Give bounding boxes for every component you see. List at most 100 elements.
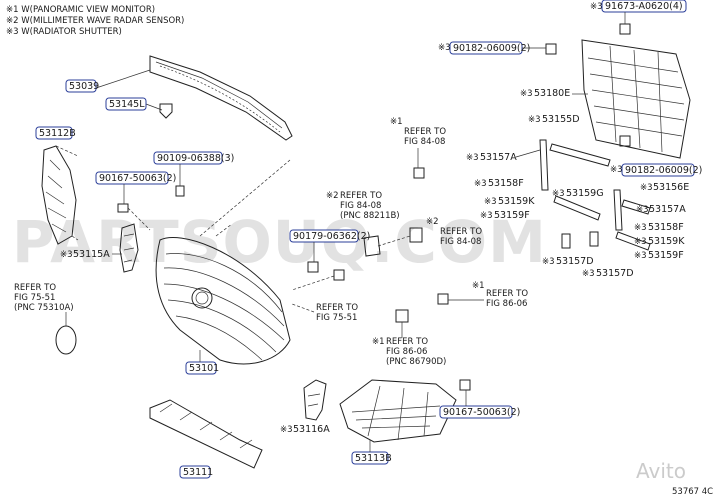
mark-53159K-r: ※3 [634, 237, 647, 247]
svg-text:FIG 84-08: FIG 84-08 [404, 137, 445, 147]
part-label-53156E: 53156E [653, 182, 689, 193]
part-label-53145L: 53145L [109, 99, 145, 110]
part-label-53116A: 53116A [293, 424, 330, 435]
part-box-90182b[interactable] [621, 163, 695, 177]
svg-text:REFER TO: REFER TO [14, 283, 56, 293]
bracket-53115A [119, 223, 139, 273]
mark-53158F-r: ※3 [634, 223, 647, 233]
legend: ※1 W(PANORAMIC VIEW MONITOR) ※2 W(MILLIM… [6, 5, 184, 37]
mark-53158F-l: ※3 [474, 179, 487, 189]
svg-text:(PNC 86790D): (PNC 86790D) [386, 357, 446, 367]
radar-bracket [363, 235, 381, 257]
svg-text:FIG 84-08: FIG 84-08 [440, 237, 481, 247]
camera-unit [437, 293, 449, 305]
part-box-91673[interactable] [601, 0, 687, 13]
shutter-slats-right [613, 189, 651, 251]
shutter-slats-left [539, 139, 611, 249]
svg-text:(PNC 88211B): (PNC 88211B) [340, 211, 400, 221]
svg-text:REFER TO: REFER TO [316, 303, 358, 313]
radiator-grille-53101 [155, 159, 291, 365]
diagram-code: 53767 4C [672, 487, 713, 497]
side-garnish-53112B [41, 145, 79, 245]
part-box-90179[interactable] [289, 229, 359, 243]
part-label-53101: 53101 [189, 363, 219, 374]
svg-text:※1: ※1 [372, 337, 385, 347]
part-label-91673: 91673-A0620(4) [605, 1, 683, 12]
part-box-90167b[interactable] [439, 405, 513, 419]
mark-53115A: ※3 [60, 250, 73, 260]
part-box-53145L[interactable] [105, 97, 147, 111]
camera-clip [413, 167, 425, 179]
legend-line-3: ※3 W(RADIATOR SHUTTER) [6, 27, 122, 37]
part-box-90109[interactable] [153, 151, 223, 165]
mark-53159K-l: ※3 [484, 197, 497, 207]
mark-53155D: ※3 [528, 115, 541, 125]
bolt-91673 [619, 23, 631, 35]
part-label-53157A-r: 53157A [649, 204, 686, 215]
svg-text:FIG 84-08: FIG 84-08 [340, 201, 381, 211]
bolt-90167a [117, 203, 129, 213]
emblem-cover [55, 325, 77, 355]
radiator-shutter-53180E [581, 39, 691, 159]
svg-text:※2: ※2 [426, 217, 439, 227]
part-label-53157D-a: 53157D [556, 256, 594, 267]
mark-53116A: ※3 [280, 425, 293, 435]
mark-90182a: ※3 [438, 43, 451, 53]
part-label-53112B: 53112B [39, 128, 76, 139]
watermark: PARTSOUQ.COM [12, 208, 547, 276]
svg-text:※1: ※1 [390, 117, 403, 127]
mark-53159F-l: ※3 [480, 211, 493, 221]
ref-75-51: REFER TO FIG 75-51 [316, 303, 358, 323]
lower-grille-53113B [339, 379, 457, 443]
part-label-53158F-r: 53158F [648, 222, 684, 233]
mark-53180E: ※3 [520, 89, 533, 99]
mark-53157D-a: ※3 [542, 257, 555, 267]
part-box-53112B[interactable] [35, 126, 73, 140]
svg-text:FIG 86-06: FIG 86-06 [486, 299, 527, 309]
camera-cover [395, 309, 409, 323]
part-label-53039: 53039 [69, 81, 99, 92]
part-label-90182a: 90182-06009(2) [453, 43, 530, 54]
part-box-53101[interactable] [185, 361, 217, 375]
part-label-53180E: 53180E [534, 88, 570, 99]
part-box-90167a[interactable] [95, 171, 169, 185]
radar-sensor [409, 227, 423, 243]
part-label-53159K-r: 53159K [648, 236, 685, 247]
svg-text:REFER TO: REFER TO [440, 227, 482, 237]
mark-53157A-r: ※3 [636, 205, 649, 215]
ref-84-08-pnc: ※2 REFER TO FIG 84-08 (PNC 88211B) [326, 191, 400, 221]
part-label-53113B: 53113B [355, 453, 392, 464]
part-box-53039[interactable] [65, 79, 97, 93]
part-label-53155D: 53155D [542, 114, 580, 125]
ref-86-06: ※1 REFER TO FIG 86-06 [472, 281, 528, 309]
marker-91673: ※3 [590, 2, 603, 12]
part-label-90167a: 90167-50063(2) [99, 173, 176, 184]
svg-text:REFER TO: REFER TO [340, 191, 382, 201]
part-label-90179: 90179-06362(2) [293, 231, 370, 242]
bolt-90167b [459, 379, 471, 391]
part-label-53159G: 53159G [566, 188, 604, 199]
svg-text:REFER TO: REFER TO [386, 337, 428, 347]
bolt-90109 [175, 185, 185, 197]
svg-text:(PNC 75310A): (PNC 75310A) [14, 303, 74, 313]
mark-53157D-b: ※3 [582, 269, 595, 279]
part-label-53157D-b: 53157D [596, 268, 634, 279]
part-box-53111[interactable] [179, 465, 211, 479]
clip-53145L [159, 103, 173, 119]
avito-watermark: Avito [636, 459, 686, 483]
svg-text:REFER TO: REFER TO [486, 289, 528, 299]
svg-text:※3: ※3 [590, 2, 603, 12]
mark-53159F-r: ※3 [634, 251, 647, 261]
legend-line-2: ※2 W(MILLIMETER WAVE RADAR SENSOR) [6, 16, 184, 26]
svg-text:※2: ※2 [326, 191, 339, 201]
mark-90182b: ※3 [610, 165, 623, 175]
part-label-53159F-l: 53159F [494, 210, 530, 221]
mark-53159G: ※3 [552, 189, 565, 199]
part-label-53157A-l: 53157A [480, 152, 517, 163]
part-label-90109: 90109-06388(3) [157, 153, 234, 164]
svg-text:※1: ※1 [472, 281, 485, 291]
lower-moulding-53111 [149, 399, 263, 469]
part-label-53111: 53111 [183, 467, 213, 478]
part-label-53159F-r: 53159F [648, 250, 684, 261]
